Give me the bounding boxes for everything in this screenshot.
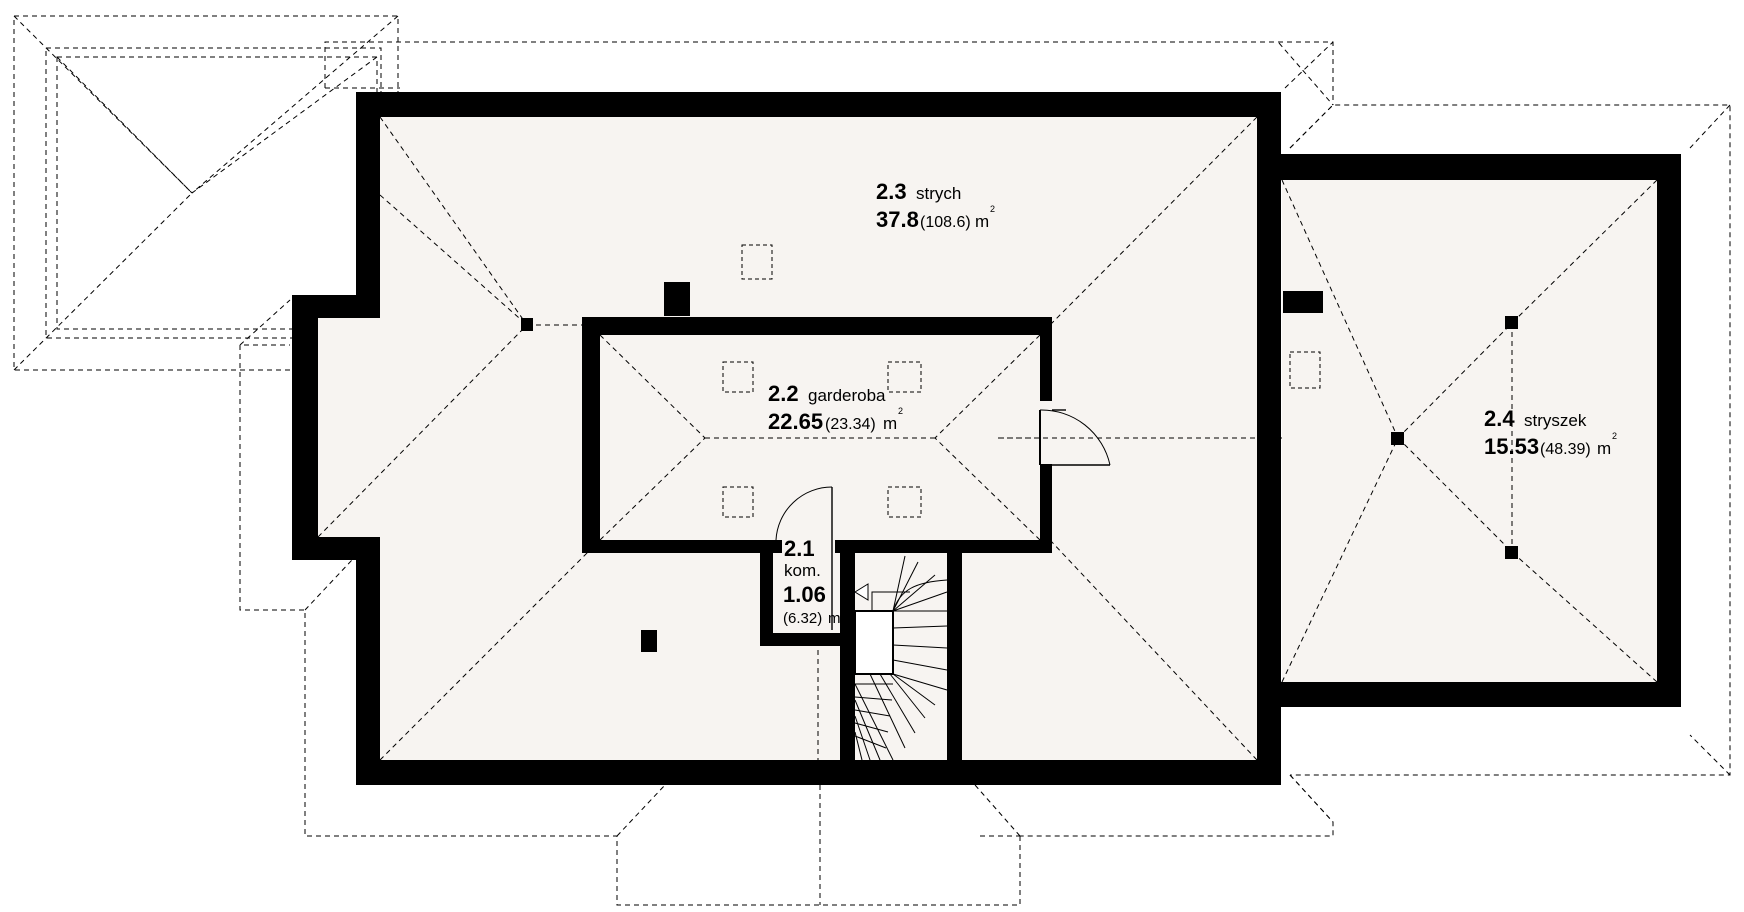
floor-stryszek bbox=[1282, 180, 1657, 682]
post bbox=[1391, 432, 1404, 445]
walls bbox=[292, 92, 1681, 785]
room-name: strych bbox=[916, 184, 961, 203]
stair-wall-right bbox=[947, 553, 962, 760]
kom-wall-bottom bbox=[760, 633, 855, 646]
roof-outline bbox=[13, 15, 1731, 906]
room-area-total: (6.32) bbox=[783, 610, 822, 627]
room-number: 2.2 bbox=[768, 381, 799, 406]
post bbox=[1505, 316, 1518, 329]
room-name: garderoba bbox=[808, 386, 886, 405]
room-number: 2.3 bbox=[876, 179, 907, 204]
doors bbox=[775, 409, 1111, 630]
room-area-total: (48.39) bbox=[1540, 441, 1591, 458]
skylight bbox=[741, 244, 773, 280]
skylight bbox=[722, 361, 754, 393]
room-area-unit-exp: 2 bbox=[898, 406, 903, 416]
room-area-total: (108.6) bbox=[920, 214, 971, 231]
post bbox=[1505, 546, 1518, 559]
skylight bbox=[722, 486, 754, 518]
room-area-unit: m bbox=[975, 212, 989, 231]
room-number: 2.1 bbox=[784, 536, 815, 561]
room-area: 1.06 bbox=[783, 582, 826, 607]
chimney bbox=[1283, 291, 1323, 313]
door-kom bbox=[775, 486, 833, 630]
skylights bbox=[722, 244, 1321, 518]
room-label-garderoba: 2.2 garderoba 22.65 (23.34) m 2 bbox=[768, 381, 903, 434]
garderoba-wall-bottom bbox=[835, 540, 1052, 553]
stair-wall-left bbox=[840, 553, 855, 760]
room-area-unit-exp: 2 bbox=[990, 204, 995, 214]
room-label-kom: 2.1 kom. 1.06 (6.32) m 2 bbox=[783, 536, 848, 627]
room-number: 2.4 bbox=[1484, 406, 1515, 431]
room-label-stryszek: 2.4 stryszek 15.53 (48.39) m 2 bbox=[1484, 406, 1617, 459]
garderoba-wall-right bbox=[1040, 464, 1052, 553]
room-area-total: (23.34) bbox=[825, 416, 876, 433]
room-area: 37.8 bbox=[876, 207, 919, 232]
svg-text:2.1: 2.1 bbox=[784, 536, 815, 561]
room-area-unit-exp: 2 bbox=[843, 600, 848, 610]
staircase bbox=[854, 555, 948, 761]
ridge-lines bbox=[317, 116, 1658, 761]
room-name: kom. bbox=[784, 561, 821, 580]
skylight bbox=[887, 361, 922, 393]
room-label-strych: 2.3 strych 37.8 (108.6) m 2 bbox=[876, 179, 995, 232]
room-area-unit: m bbox=[828, 610, 841, 627]
room-area-unit: m bbox=[1597, 439, 1611, 458]
door-garderoba bbox=[1039, 409, 1111, 466]
chimney bbox=[641, 630, 657, 652]
room-area: 15.53 bbox=[1484, 434, 1539, 459]
room-area: 22.65 bbox=[768, 409, 823, 434]
chimney bbox=[664, 282, 690, 316]
post bbox=[521, 318, 533, 331]
skylight bbox=[887, 486, 922, 518]
skylight bbox=[1289, 351, 1321, 389]
kom-wall-left bbox=[760, 540, 773, 646]
room-name: stryszek bbox=[1524, 411, 1587, 430]
room-area-unit: m bbox=[883, 414, 897, 433]
room-area-unit-exp: 2 bbox=[1612, 431, 1617, 441]
